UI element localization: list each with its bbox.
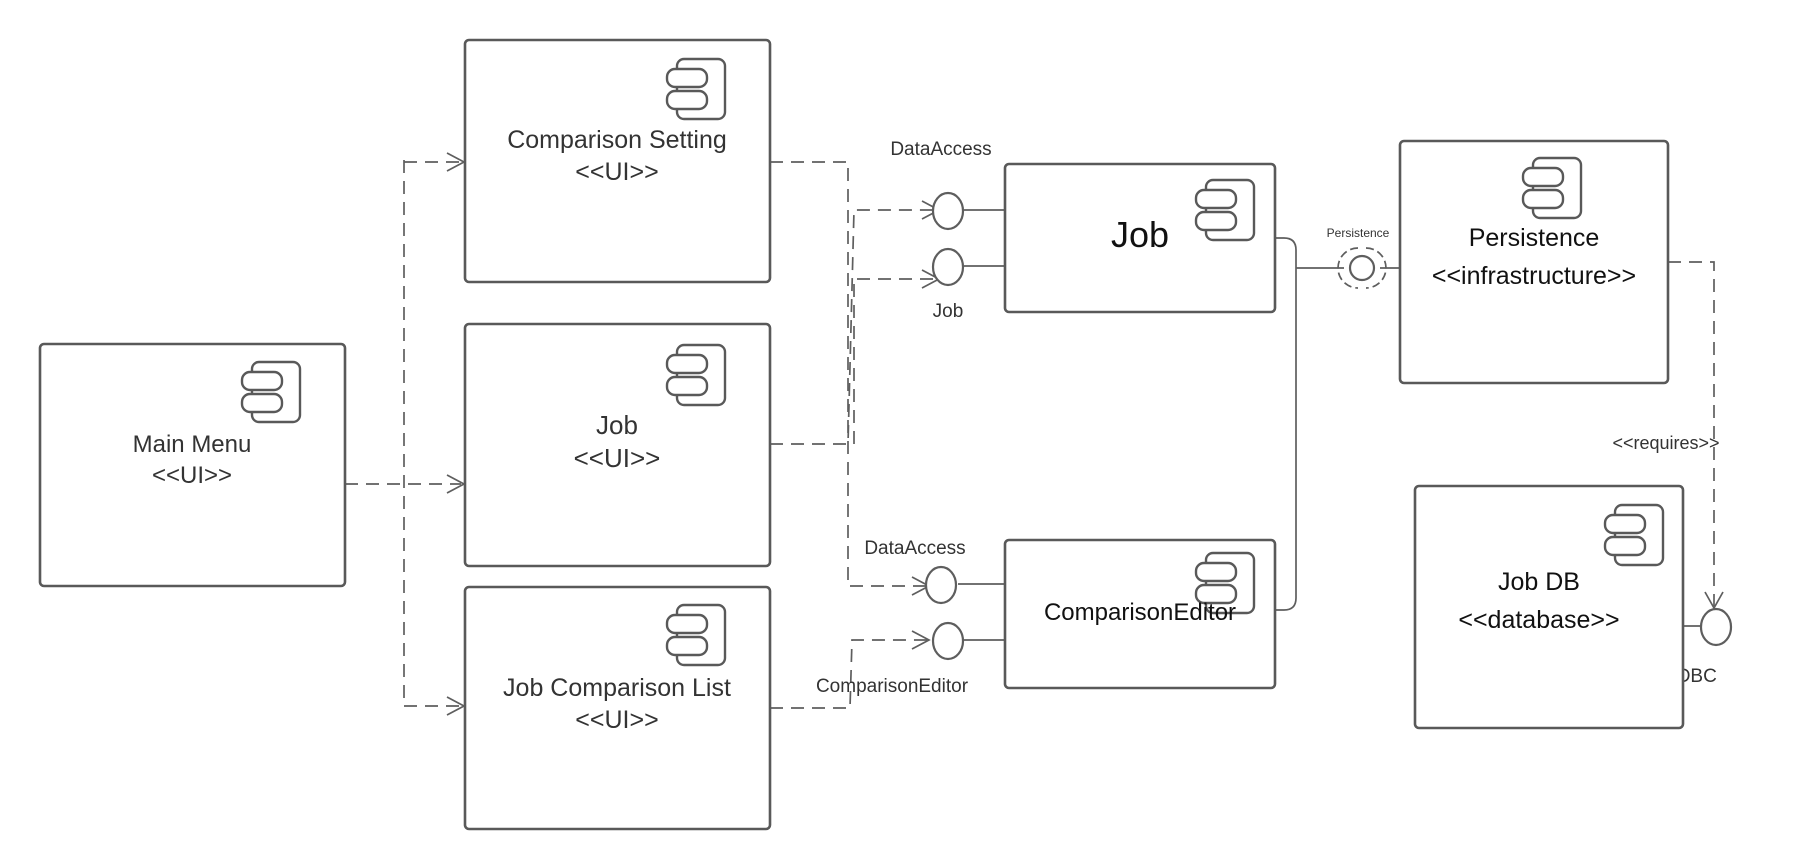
component-job-db[interactable]: Job DB <<database>>	[1413, 484, 1685, 730]
component-job-comparison-list[interactable]: Job Comparison List <<UI>>	[463, 585, 772, 831]
job-comparison-list-to-editor-interface-line	[770, 639, 928, 709]
component-name: Job Comparison List	[503, 674, 731, 702]
persistence-socket	[1337, 247, 1359, 289]
job-editor-to-persistence-line	[1274, 237, 1297, 611]
persistence-interface-label: Persistence	[1327, 226, 1390, 240]
arrowhead-comparison-editor-interface	[911, 630, 931, 650]
interfaces	[924, 191, 1733, 661]
component-stereotype: <<UI>>	[575, 706, 658, 734]
dataaccess-job-interface[interactable]	[931, 191, 965, 231]
component-job[interactable]: Job	[1003, 162, 1277, 314]
component-stereotype: <<database>>	[1458, 606, 1619, 634]
interface-stems	[958, 209, 1700, 641]
component-comparison-editor[interactable]: ComparisonEditor	[1003, 538, 1277, 690]
requires-dependency: <<requires>>	[1612, 261, 1724, 610]
component-persistence[interactable]: Persistence <<infrastructure>>	[1398, 139, 1670, 385]
component-stereotype: <<UI>>	[575, 158, 658, 186]
dataaccess-editor-interface[interactable]	[924, 565, 958, 605]
component-job-ui[interactable]: Job <<UI>>	[463, 322, 772, 568]
job-interface[interactable]	[931, 247, 965, 287]
component-name: ComparisonEditor	[1044, 599, 1236, 626]
requires-label: <<requires>>	[1612, 433, 1719, 453]
component-stereotype: <<UI>>	[152, 462, 232, 489]
component-stereotype: <<infrastructure>>	[1432, 262, 1636, 290]
component-main-menu[interactable]: Main Menu <<UI>>	[38, 342, 347, 588]
component-comparison-setting[interactable]: Comparison Setting <<UI>>	[463, 38, 772, 284]
dataaccess-job-label: DataAccess	[890, 139, 991, 160]
component-name: Comparison Setting	[507, 126, 727, 154]
component-name: Main Menu	[133, 431, 252, 458]
component-name: Persistence	[1469, 224, 1600, 252]
component-stereotype: <<UI>>	[574, 443, 661, 473]
persistence-to-jdbc-line	[1668, 261, 1715, 606]
dataaccess-editor-label: DataAccess	[864, 538, 965, 559]
job-interface-label: Job	[933, 301, 964, 322]
persistence-interface[interactable]	[1348, 254, 1376, 282]
main-menu-dependencies	[345, 152, 466, 716]
arrowhead-jdbc	[1704, 591, 1724, 610]
job-ui-to-job-interface-line	[853, 278, 938, 444]
comparison-editor-interface-label: ComparisonEditor	[816, 676, 969, 697]
jdbc-interface[interactable]	[1699, 607, 1733, 647]
component-name: Job	[596, 410, 638, 440]
job-ui-to-job-interfaces-line	[770, 209, 938, 445]
ui-to-interface-dependencies	[770, 161, 941, 709]
persistence-socket-right	[1365, 247, 1387, 289]
component-name: Job	[1111, 214, 1169, 255]
component-name: Job DB	[1498, 568, 1580, 596]
comparison-editor-interface[interactable]	[931, 621, 965, 661]
